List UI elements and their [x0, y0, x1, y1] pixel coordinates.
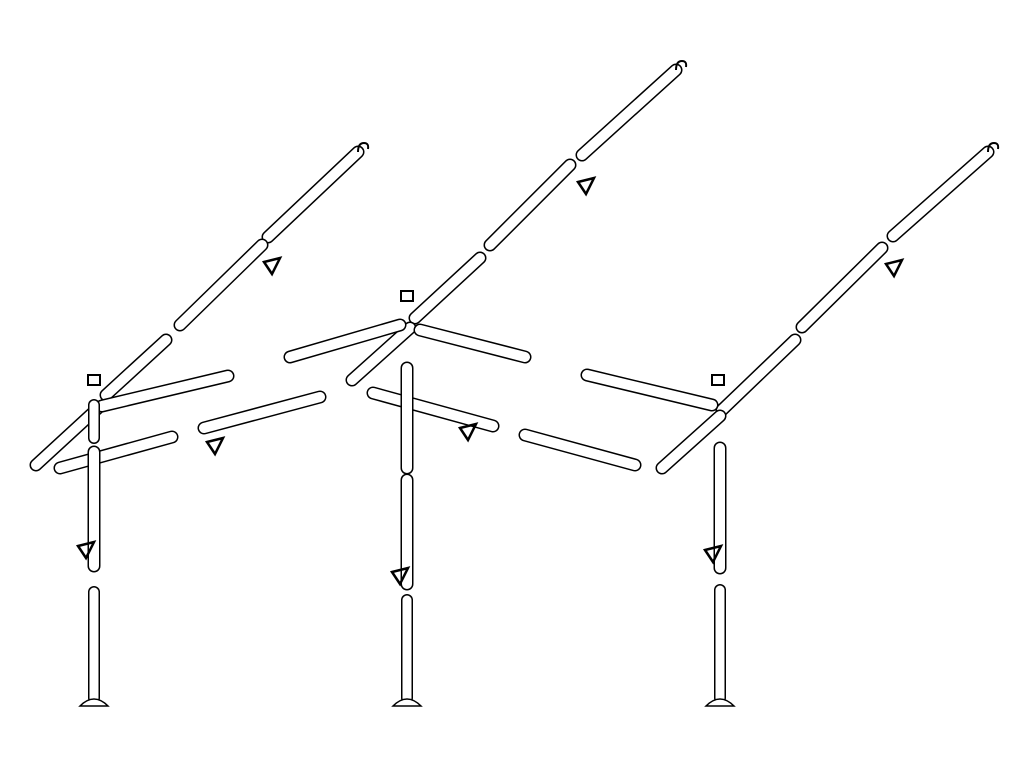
middle-rafter-mid	[483, 158, 577, 252]
right-rafter-mid	[795, 241, 889, 334]
right-rafter-mid-fill	[797, 243, 887, 332]
middle-leg-clamp	[389, 566, 411, 587]
loose-pole-clamp	[204, 436, 226, 457]
right-horizontal-fill	[582, 370, 717, 410]
left-rafter-top	[261, 145, 365, 244]
middle-horizontal-left-fill	[285, 320, 405, 362]
right-foot	[704, 698, 736, 707]
right-rafter-top-fill	[888, 147, 993, 241]
right-rafter-end	[655, 409, 727, 475]
right-rafter-end-fill	[657, 411, 725, 473]
middle-rafter-end-fill	[347, 323, 415, 385]
right-top-cap	[711, 374, 725, 386]
right-hook-icon	[987, 141, 1000, 153]
middle-foot	[391, 698, 423, 707]
left-leg-clamp	[75, 540, 97, 561]
left-rafter-lower	[99, 333, 173, 402]
left-rafter-mid	[173, 238, 269, 332]
left-horizontal-lower-fill	[55, 432, 177, 473]
middle-horizontal-right-fill	[415, 325, 530, 362]
left-rafter-mid-fill	[175, 240, 267, 330]
left-foot	[78, 698, 110, 707]
left-rafter-end-fill	[31, 403, 103, 470]
left-rafter-clamp	[261, 256, 283, 277]
left-horizontal-lower	[53, 430, 179, 475]
loose-pole-left	[197, 390, 327, 435]
left-top-cap	[87, 374, 101, 386]
right-rafter-top	[886, 145, 995, 243]
middle-hook-icon	[675, 59, 688, 71]
loose-pole-right-fill	[520, 430, 640, 470]
right-horizontal	[580, 368, 719, 412]
middle-rafter-mid-fill	[485, 160, 575, 250]
middle-cross-pole-fill	[368, 388, 498, 431]
middle-cross-pole	[366, 386, 500, 433]
left-horizontal-upper-fill	[97, 371, 233, 411]
loose-pole-left-fill	[199, 392, 325, 433]
left-rafter-top-fill	[263, 147, 363, 242]
left-rafter-lower-fill	[101, 335, 171, 400]
left-rafter-end	[29, 401, 105, 472]
right-rafter-lower	[715, 333, 802, 417]
middle-horizontal-left	[283, 318, 407, 364]
middle-rafter-lower	[408, 251, 487, 325]
middle-rafter-end	[345, 321, 417, 387]
loose-pole-right	[518, 428, 642, 472]
middle-horizontal-right	[413, 323, 532, 364]
middle-rafter-clamp	[575, 176, 597, 197]
middle-rafter-top-fill	[577, 65, 681, 160]
left-horizontal-upper	[95, 369, 235, 413]
middle-cross-clamp	[457, 422, 479, 443]
right-leg-clamp	[702, 544, 724, 565]
middle-rafter-lower-fill	[410, 253, 485, 323]
middle-rafter-top	[575, 63, 683, 162]
middle-top-cap	[400, 290, 414, 302]
right-rafter-lower-fill	[717, 335, 800, 415]
right-rafter-clamp	[883, 258, 905, 279]
left-hook-icon	[357, 141, 370, 153]
